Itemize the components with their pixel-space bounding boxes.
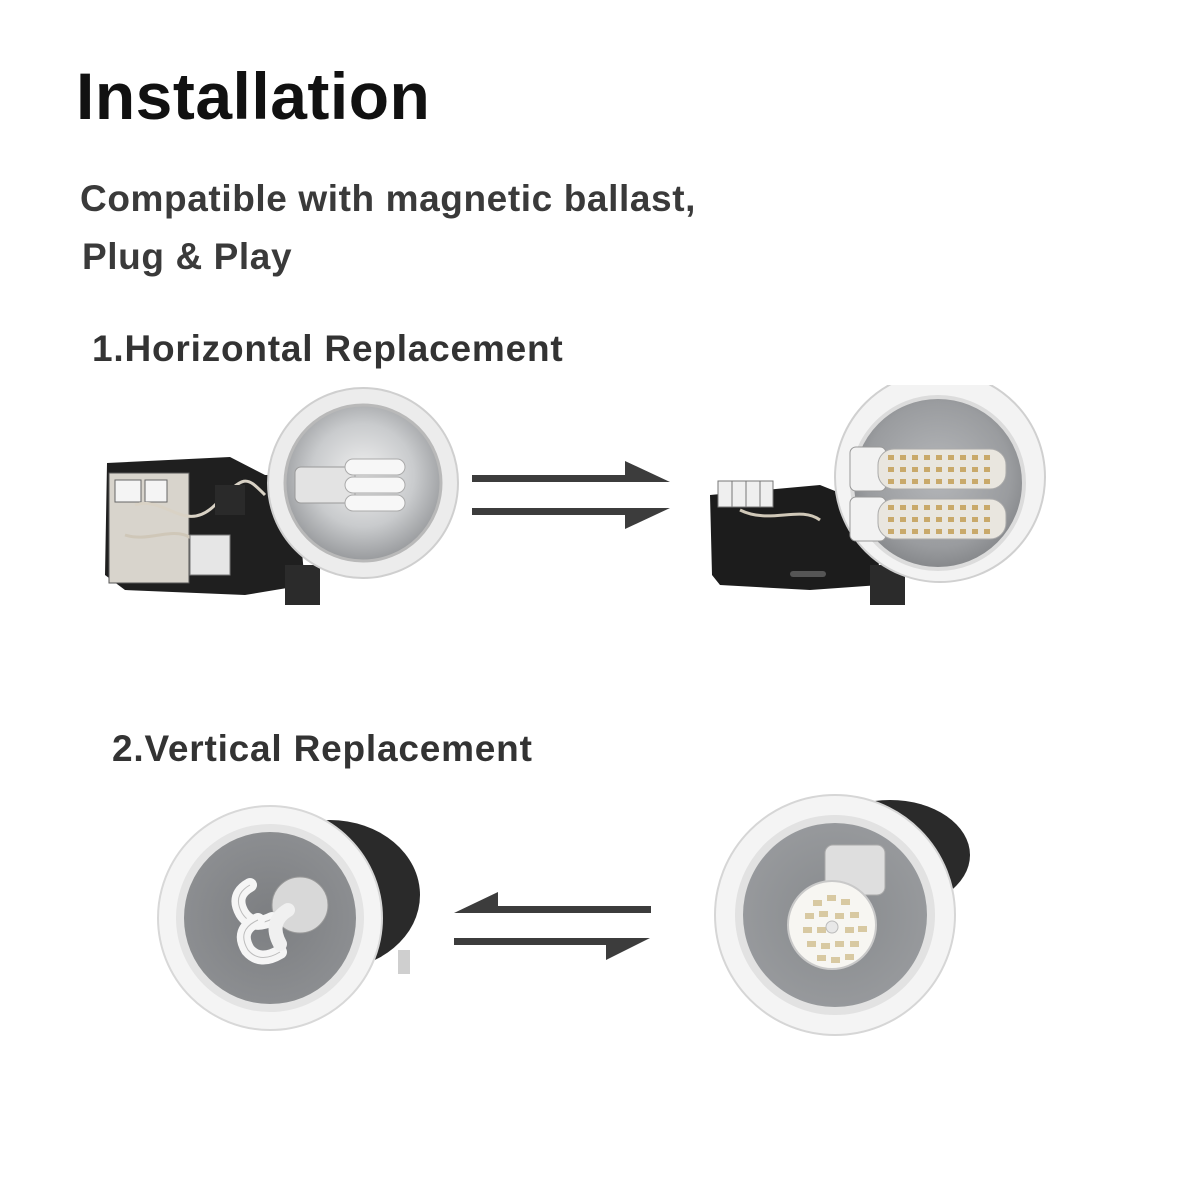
horizontal-arrows [472,461,670,529]
cfl-bulb-icon [294,458,406,512]
section-title-vertical: 2.Vertical Replacement [112,728,533,769]
page-title: Installation [76,59,431,133]
vertical-before-downlight-image [157,805,420,1031]
led-corn-bulb-icon [787,844,886,970]
led-corn-bulb-icon [849,446,1007,542]
horizontal-before-fixture-image [105,387,459,605]
horizontal-after-fixture-image [710,385,1046,605]
vertical-arrows [454,892,651,960]
subtitle: Compatible with magnetic ballast, Plug &… [80,170,696,286]
subtitle-line-2: Plug & Play [82,236,293,277]
cfl-bulb-icon [231,876,329,965]
vertical-after-downlight-image [714,794,970,1036]
subtitle-line-1: Compatible with magnetic ballast, [80,178,697,219]
section-title-horizontal: 1.Horizontal Replacement [92,328,564,369]
